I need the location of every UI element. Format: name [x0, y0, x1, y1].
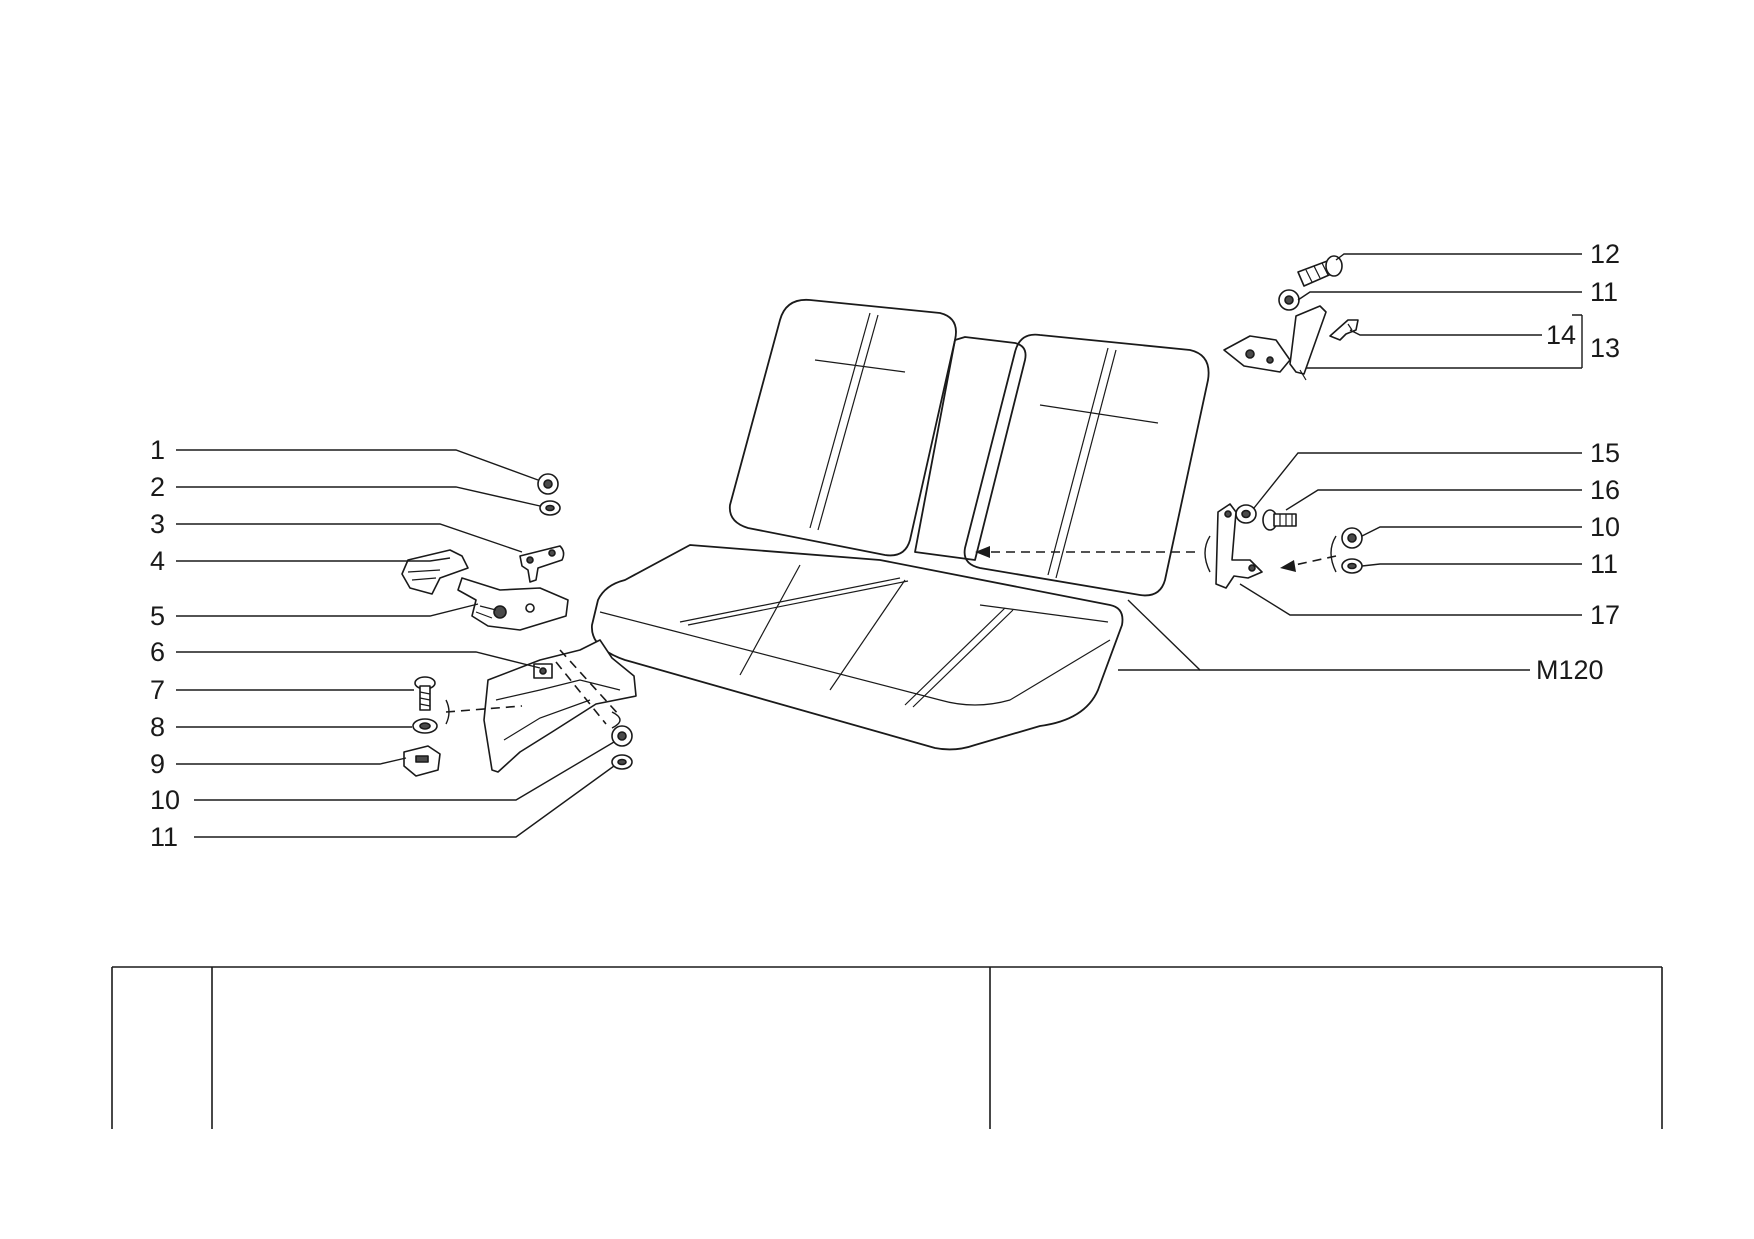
- arrowhead-icon: [1280, 560, 1296, 572]
- backrest-left: [728, 298, 957, 557]
- part-16-bolt-icon: [1262, 509, 1297, 531]
- callout-11-top: 11: [1590, 277, 1618, 307]
- part-11-washer-right-icon: [1341, 558, 1363, 574]
- callout-1: 1: [150, 435, 165, 465]
- part-7-bolt-icon: [414, 676, 436, 711]
- part-10-nut-icon: [611, 725, 633, 747]
- part-10-nut-right-icon: [1341, 527, 1363, 549]
- part-6-mounting-bracket-icon: [483, 639, 637, 773]
- part-13-lock-assembly-icon: [1223, 305, 1327, 381]
- callout-4: 4: [150, 546, 165, 576]
- part-14-latch-icon: [1329, 319, 1359, 341]
- callouts-right: 12 11 14 13 15 16 10 11 17 M120: [1536, 239, 1620, 685]
- part-1-nut-icon: [537, 473, 559, 495]
- leader-lines: [176, 253, 1583, 838]
- callout-6: 6: [150, 637, 165, 667]
- parts-table-frame: [111, 966, 1663, 1129]
- right-lock-hardware: [975, 255, 1363, 589]
- callout-10: 10: [150, 785, 180, 815]
- part-11-washer-icon: [611, 754, 633, 770]
- seat-cushion: [591, 544, 1124, 751]
- left-assembly-axis: [445, 705, 523, 713]
- callouts-left: 1 2 3 4 5 6 7 8 9 10 11: [150, 435, 180, 852]
- callout-17: 17: [1590, 600, 1620, 630]
- callout-13: 13: [1590, 333, 1620, 363]
- callout-9: 9: [150, 749, 165, 779]
- callout-2: 2: [150, 472, 165, 502]
- callout-8: 8: [150, 712, 165, 742]
- callout-5: 5: [150, 601, 165, 631]
- rear-seat-assembly: [591, 298, 1210, 751]
- part-8-washer-icon: [412, 718, 438, 734]
- part-3-plate-icon: [519, 545, 565, 583]
- callout-16: 16: [1590, 475, 1620, 505]
- callout-11-right: 11: [1590, 549, 1618, 579]
- callout-m120: M120: [1536, 655, 1604, 685]
- callout-10-right: 10: [1590, 512, 1620, 542]
- part-5-hinge-mechanism-icon: [457, 577, 569, 631]
- backrest-right: [963, 333, 1210, 597]
- left-hinge-hardware: [401, 473, 637, 777]
- part-15-washer-icon: [1235, 504, 1257, 524]
- backrest-middle: [914, 336, 1027, 561]
- part-17-striker-bracket-icon: [1215, 503, 1263, 589]
- part-11-washer-top-icon: [1278, 289, 1300, 311]
- callout-15: 15: [1590, 438, 1620, 468]
- arrowhead-icon: [975, 546, 990, 558]
- callout-3: 3: [150, 509, 165, 539]
- callout-14: 14: [1546, 320, 1576, 350]
- callout-11: 11: [150, 822, 178, 852]
- part-9-clip-nut-icon: [403, 745, 441, 777]
- callout-7: 7: [150, 675, 165, 705]
- right-assembly-axis-nut: [1289, 555, 1337, 567]
- part-12-screw-icon: [1297, 255, 1343, 287]
- part-2-washer-icon: [539, 500, 561, 516]
- callout-12: 12: [1590, 239, 1620, 269]
